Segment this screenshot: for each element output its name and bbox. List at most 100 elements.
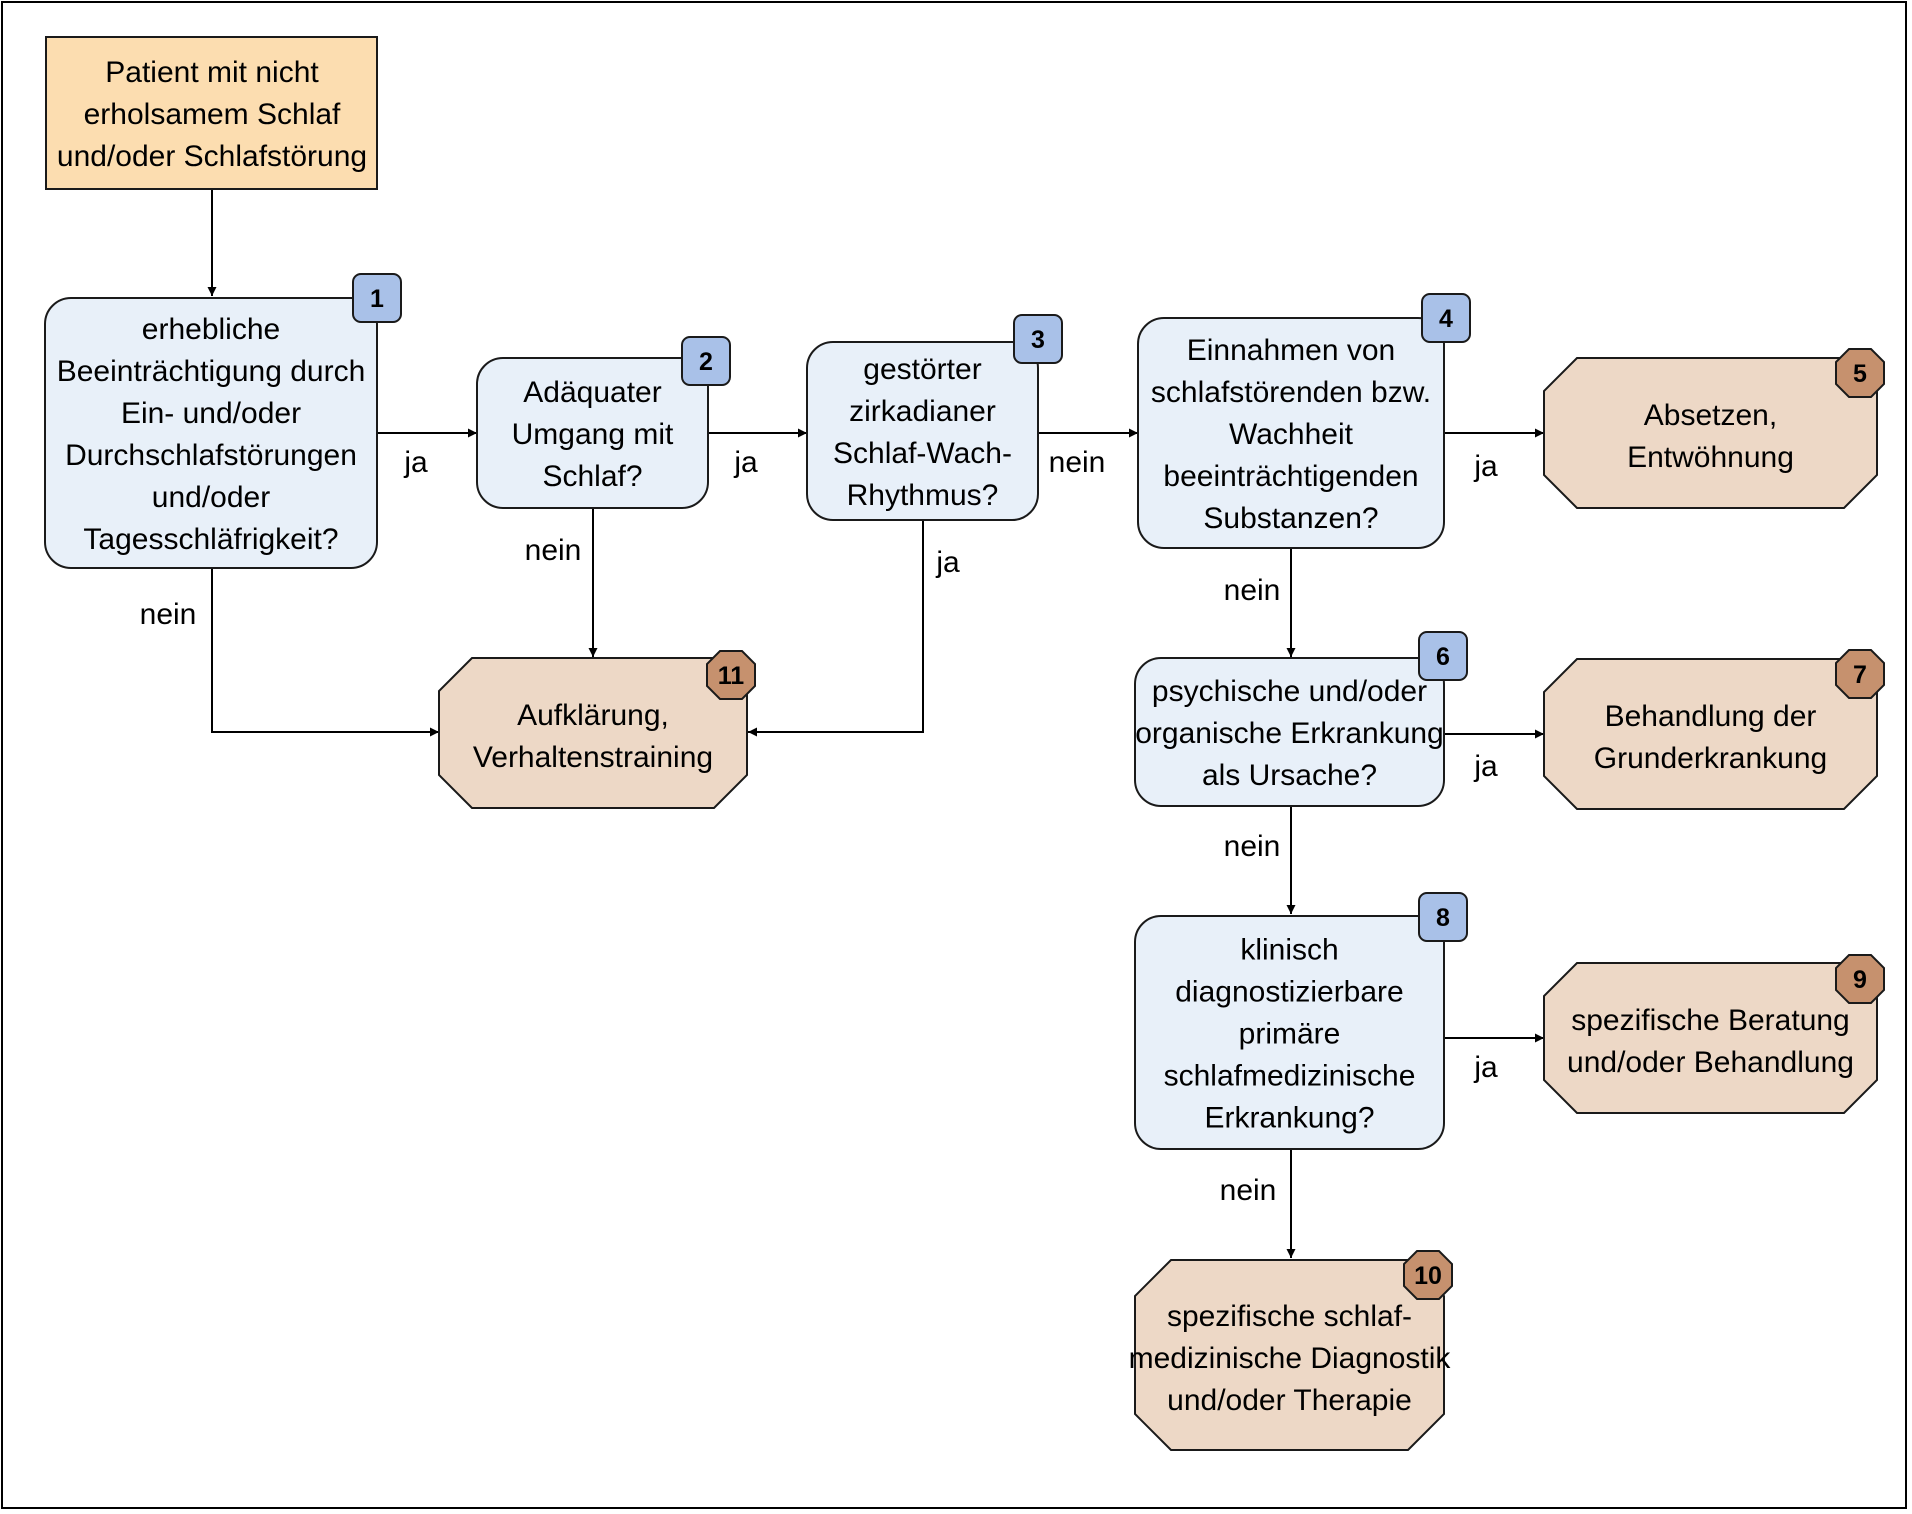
decision-box bbox=[1137, 317, 1445, 549]
step-number: 4 bbox=[1439, 305, 1453, 333]
step-number: 9 bbox=[1853, 966, 1867, 994]
action-node-9: spezifische Beratung und/oder Behandlung 9 bbox=[1543, 954, 1885, 1114]
node-text-line: Wachheit bbox=[1229, 418, 1354, 451]
action-node-11: Aufklärung, Verhaltenstraining 11 bbox=[438, 650, 756, 809]
decision-node-8: klinisch diagnostizierbare primäre schlafme… bbox=[1134, 892, 1468, 1150]
node-text-line: als Ursache? bbox=[1202, 759, 1377, 792]
node-text-line: beeinträchtigenden bbox=[1163, 460, 1418, 493]
node-text-line: und/oder bbox=[152, 481, 270, 514]
start-node: Patient mit nicht erholsamem Schlaf und/od… bbox=[45, 36, 378, 190]
decision-box bbox=[1134, 915, 1445, 1150]
edge-label-d2-no: nein bbox=[525, 534, 582, 567]
node-text-line: Erkrankung? bbox=[1204, 1102, 1374, 1135]
edge-label-d1-yes: ja bbox=[403, 446, 428, 479]
edge-label-d6-yes: ja bbox=[1473, 750, 1498, 783]
edge-label-d4-yes: ja bbox=[1473, 450, 1498, 483]
node-text-line: Schlaf? bbox=[542, 460, 642, 493]
node-text-line: Beeinträchtigung durch bbox=[57, 355, 366, 388]
step-badge bbox=[1013, 314, 1063, 364]
node-text-line: und/oder Behandlung bbox=[1567, 1046, 1854, 1079]
node-text-line: organische Erkrankung bbox=[1135, 717, 1444, 750]
node-text-line: und/oder Schlafstörung bbox=[57, 140, 367, 173]
step-badge bbox=[1835, 649, 1885, 699]
node-text-line: Substanzen? bbox=[1203, 502, 1378, 535]
start-box bbox=[45, 36, 378, 190]
node-text-line: Patient mit nicht bbox=[105, 56, 319, 89]
node-text-line: Rhythmus? bbox=[847, 479, 999, 512]
node-text-line: schlafstörenden bzw. bbox=[1151, 376, 1431, 409]
action-node-5: Absetzen, Entwöhnung 5 bbox=[1543, 348, 1885, 509]
node-text-line: Adäquater bbox=[523, 376, 661, 409]
step-badge bbox=[1421, 293, 1471, 343]
decision-box bbox=[806, 341, 1039, 521]
edge-label-d4-no: nein bbox=[1224, 574, 1281, 607]
edge-d3-yes-to-a11 bbox=[748, 520, 924, 737]
step-number: 2 bbox=[699, 348, 713, 376]
node-text-line: und/oder Therapie bbox=[1167, 1384, 1412, 1417]
step-number: 8 bbox=[1436, 904, 1450, 932]
node-text-line: diagnostizierbare bbox=[1175, 976, 1403, 1009]
edge-label-d2-yes: ja bbox=[733, 446, 758, 479]
edge-label-d3-yes: ja bbox=[935, 546, 960, 579]
edge-label-d8-no: nein bbox=[1220, 1174, 1277, 1207]
node-text-line: Ein- und/oder bbox=[121, 397, 301, 430]
step-number: 7 bbox=[1853, 661, 1867, 689]
step-badge bbox=[1418, 631, 1468, 681]
node-text-line: Umgang mit bbox=[512, 418, 674, 451]
node-text-line: Aufklärung, bbox=[517, 699, 669, 732]
decision-node-6: psychische und/oder organische Erkrankung… bbox=[1134, 631, 1468, 807]
node-text-line: Einnahmen von bbox=[1187, 334, 1395, 367]
step-badge bbox=[1835, 954, 1885, 1004]
node-text-line: erholsamem Schlaf bbox=[84, 98, 341, 131]
decision-node-4: Einnahmen von schlafstörenden bzw. Wachhei… bbox=[1137, 293, 1471, 549]
edge-label-d6-no: nein bbox=[1224, 830, 1281, 863]
action-box bbox=[1543, 962, 1878, 1114]
step-number: 3 bbox=[1031, 326, 1045, 354]
step-number: 11 bbox=[718, 662, 745, 690]
action-box bbox=[1543, 658, 1878, 810]
step-number: 6 bbox=[1436, 643, 1450, 671]
decision-box bbox=[476, 357, 709, 509]
node-text-line: Durchschlafstörungen bbox=[65, 439, 357, 472]
step-badge bbox=[681, 336, 731, 386]
step-badge bbox=[1418, 892, 1468, 942]
node-text-line: spezifische Beratung bbox=[1571, 1004, 1850, 1037]
node-text-line: medizinische Diagnostik bbox=[1129, 1342, 1452, 1375]
node-text-line: psychische und/oder bbox=[1152, 675, 1427, 708]
node-text-line: klinisch bbox=[1240, 934, 1338, 967]
node-text-line: primäre bbox=[1239, 1018, 1341, 1051]
action-box bbox=[1543, 357, 1878, 509]
step-badge bbox=[1403, 1250, 1453, 1300]
node-text-line: Absetzen, bbox=[1644, 399, 1777, 432]
step-number: 1 bbox=[370, 285, 384, 313]
step-number: 10 bbox=[1414, 1262, 1442, 1290]
action-box bbox=[438, 657, 748, 809]
decision-box bbox=[1134, 657, 1445, 807]
node-text-line: gestörter bbox=[863, 353, 981, 386]
node-text-line: Grunderkrankung bbox=[1594, 742, 1827, 775]
node-text-line: zirkadianer bbox=[849, 395, 996, 428]
node-text-line: Schlaf-Wach- bbox=[833, 437, 1012, 470]
node-text-line: Tagesschläfrigkeit? bbox=[83, 523, 338, 556]
decision-box bbox=[44, 297, 378, 569]
edge-d1-no-to-a11 bbox=[211, 568, 439, 737]
edge-label-d8-yes: ja bbox=[1473, 1051, 1498, 1084]
node-text-line: spezifische schlaf- bbox=[1167, 1300, 1412, 1333]
step-badge bbox=[706, 650, 756, 700]
node-text-line: Behandlung der bbox=[1605, 700, 1817, 733]
node-text-line: erhebliche bbox=[142, 313, 280, 346]
node-text-line: schlafmedizinische bbox=[1164, 1060, 1416, 1093]
node-text-line: Entwöhnung bbox=[1627, 441, 1794, 474]
edge-label-d3-no: nein bbox=[1049, 446, 1106, 479]
edge-label-d1-no: nein bbox=[140, 598, 197, 631]
node-text-line: Verhaltenstraining bbox=[473, 741, 713, 774]
step-number: 5 bbox=[1853, 360, 1867, 388]
action-node-10: spezifische schlaf-medizinische Diagnost… bbox=[1129, 1250, 1453, 1451]
step-badge bbox=[1835, 348, 1885, 398]
step-badge bbox=[352, 273, 402, 323]
